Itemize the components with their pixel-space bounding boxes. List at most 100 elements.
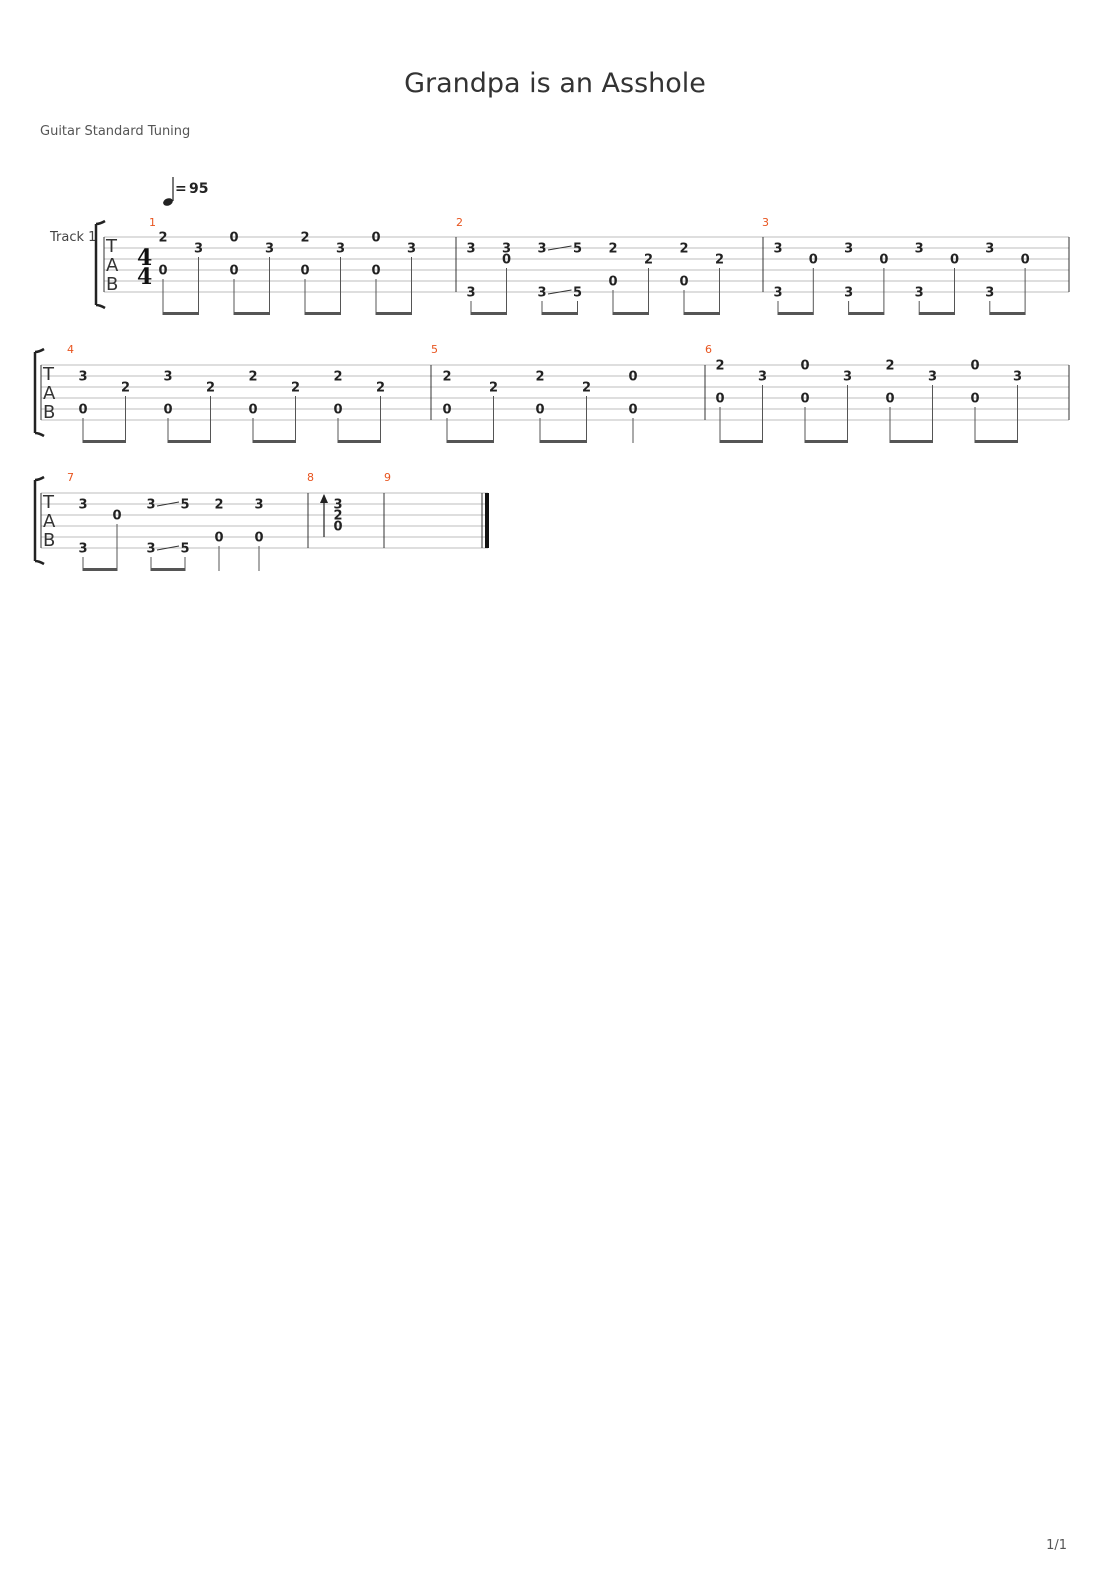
fret-number: 0 (163, 403, 172, 418)
page-title: Grandpa is an Asshole (404, 68, 706, 99)
fret-number: 0 (502, 253, 511, 268)
fret-number: 3 (502, 242, 511, 257)
fret-number: 3 (194, 242, 203, 257)
fret-number: 2 (214, 498, 223, 513)
fret-number: 2 (333, 509, 342, 524)
measure-number: 6 (705, 343, 712, 356)
time-signature-bottom: 4 (137, 264, 152, 290)
system-bracket (33, 347, 45, 438)
tempo-prefix: = (175, 181, 187, 197)
fret-number: 0 (333, 520, 342, 535)
tab-clef-b: B (43, 402, 55, 423)
fret-number: 5 (573, 286, 582, 301)
system-bracket (94, 219, 106, 310)
fret-number: 3 (146, 498, 155, 513)
fret-number: 0 (371, 264, 380, 279)
fret-number: 2 (582, 381, 591, 396)
fret-number: 0 (442, 403, 451, 418)
tab-clef-a: A (43, 511, 56, 532)
fret-number: 5 (180, 498, 189, 513)
fret-number: 3 (78, 542, 87, 557)
fret-number: 0 (950, 253, 959, 268)
fret-number: 3 (163, 370, 172, 385)
measure-number: 1 (149, 216, 156, 229)
tab-clef-t: T (105, 236, 118, 257)
fret-number: 2 (158, 231, 167, 246)
fret-number: 3 (333, 498, 342, 513)
fret-number: 0 (885, 392, 894, 407)
fret-number: 2 (442, 370, 451, 385)
fret-number: 3 (407, 242, 416, 257)
measure-number: 4 (67, 343, 74, 356)
fret-number: 3 (1013, 370, 1022, 385)
fret-number: 2 (489, 381, 498, 396)
fret-number: 5 (573, 242, 582, 257)
staff-systems: T A B 4 4 T A B (33, 219, 1070, 566)
fret-number: 3 (78, 498, 87, 513)
fret-number: 2 (248, 370, 257, 385)
system-bracket (33, 475, 45, 566)
fret-number: 0 (78, 403, 87, 418)
fret-number: 2 (291, 381, 300, 396)
time-signature-top: 4 (137, 245, 152, 271)
page-number: 1/1 (1046, 1538, 1067, 1553)
fret-number: 3 (537, 286, 546, 301)
fret-number: 0 (970, 359, 979, 374)
fret-number: 3 (466, 286, 475, 301)
fret-number: 3 (844, 286, 853, 301)
slide-line (156, 501, 180, 507)
arrow-up-icon (320, 494, 328, 503)
measure-number: 3 (762, 216, 769, 229)
fret-number: 5 (180, 542, 189, 557)
slide-line (547, 245, 572, 251)
fret-number: 3 (915, 242, 924, 257)
fret-number: 0 (1021, 253, 1030, 268)
measure-number: 9 (384, 471, 391, 484)
fret-number: 0 (628, 370, 637, 385)
fret-number: 0 (300, 264, 309, 279)
fret-number: 0 (679, 275, 688, 290)
quarter-note-icon (163, 198, 173, 206)
tab-clef-a: A (106, 255, 119, 276)
fret-number: 3 (985, 286, 994, 301)
fret-number: 2 (715, 253, 724, 268)
track-name: Track 1 (49, 230, 96, 245)
fret-number: 0 (254, 531, 263, 546)
fret-number: 3 (843, 370, 852, 385)
tab-clef-b: B (43, 530, 55, 551)
staff-system-1: T A B 4 4 (94, 219, 1070, 310)
fret-number: 0 (608, 275, 617, 290)
fret-number: 0 (715, 392, 724, 407)
staff-lines (104, 236, 1069, 293)
tab-clef-a: A (43, 383, 56, 404)
tuning-label: Guitar Standard Tuning (40, 124, 191, 139)
fret-number: 3 (146, 542, 155, 557)
measure-numbers: 1 2 3 4 5 6 7 8 9 (67, 216, 769, 484)
fret-number: 0 (333, 403, 342, 418)
fret-number: 0 (229, 231, 238, 246)
fret-number: 3 (773, 286, 782, 301)
fret-number: 0 (229, 264, 238, 279)
fret-number: 2 (300, 231, 309, 246)
fret-number: 2 (885, 359, 894, 374)
tab-clef-t: T (42, 492, 55, 513)
fret-number: 0 (248, 403, 257, 418)
fret-number: 0 (158, 264, 167, 279)
fret-number: 3 (985, 242, 994, 257)
fret-number: 2 (679, 242, 688, 257)
fret-number: 3 (265, 242, 274, 257)
fret-number: 0 (112, 509, 121, 524)
measure-number: 8 (307, 471, 314, 484)
fret-number: 3 (844, 242, 853, 257)
staff-lines (41, 492, 488, 549)
fret-number: 2 (333, 370, 342, 385)
fret-number: 0 (800, 359, 809, 374)
tempo-value: 95 (189, 181, 208, 197)
fret-number: 3 (466, 242, 475, 257)
fret-number: 2 (121, 381, 130, 396)
fret-number: 0 (214, 531, 223, 546)
fret-number: 3 (537, 242, 546, 257)
fret-number: 0 (879, 253, 888, 268)
